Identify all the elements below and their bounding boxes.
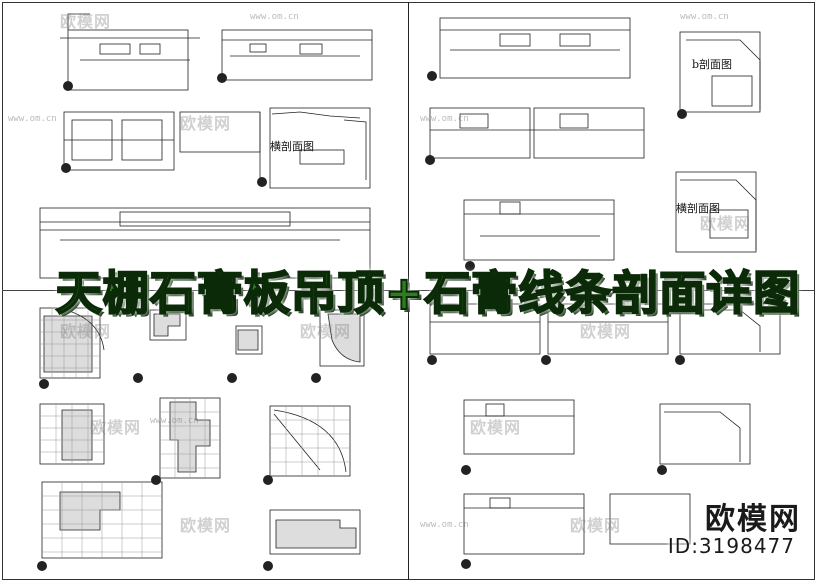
watermark-tile: 欧模网 xyxy=(300,322,352,341)
watermark-tile: 欧模网 xyxy=(180,516,232,535)
watermark-url: www.om.cn xyxy=(420,114,469,124)
watermark-tile: 欧模网 xyxy=(60,322,112,341)
watermark-url: www.om.cn xyxy=(8,114,57,124)
watermark-brand: 欧模网 xyxy=(705,502,801,537)
section-b-label: b剖面图 xyxy=(692,58,733,71)
watermark-tile: 欧模网 xyxy=(90,418,142,437)
watermark-url: www.om.cn xyxy=(250,12,299,22)
watermark-url: www.om.cn xyxy=(150,416,199,426)
watermark-url: www.om.cn xyxy=(420,520,469,530)
watermark-tile: 欧模网 xyxy=(60,12,112,31)
page-title-banner: 天棚石膏板吊顶+石膏线条剖面详图 xyxy=(55,265,801,321)
cross-section-label-left: 横剖面图 xyxy=(270,140,314,153)
vertical-divider xyxy=(408,2,409,580)
watermark-url: www.om.cn xyxy=(680,12,729,22)
horizontal-divider xyxy=(2,290,815,291)
watermark-tile: 欧模网 xyxy=(570,516,622,535)
cross-section-label-right: 横剖面图 xyxy=(676,202,720,215)
watermark-tile: 欧模网 xyxy=(180,114,232,133)
watermark-tile: 欧模网 xyxy=(470,418,522,437)
watermark-tile: 欧模网 xyxy=(700,214,752,233)
watermark-id: ID:3198477 xyxy=(667,534,795,558)
watermark-tile: 欧模网 xyxy=(580,322,632,341)
